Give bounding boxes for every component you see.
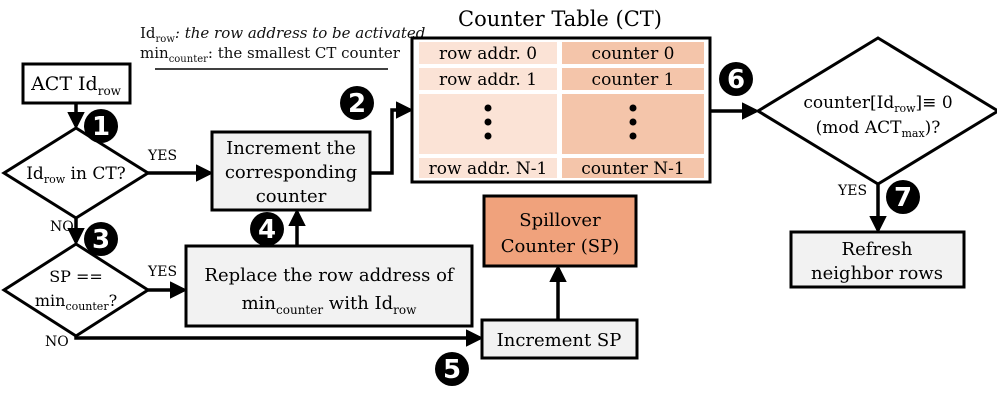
- decision3-line-2: mincounter?: [35, 291, 117, 313]
- step-badges: 1 2 3 4 5 6 7: [84, 62, 920, 386]
- increment-sp-label: Increment SP: [497, 330, 622, 351]
- decision-in-ct-label: Idrow in CT?: [26, 164, 126, 186]
- replace-line-1: Replace the row address of: [204, 265, 455, 286]
- label-no-1: NO: [50, 219, 74, 235]
- act-sub: row: [98, 84, 122, 98]
- decision6-line-2: (mod ACTmax)?: [816, 118, 941, 140]
- table-counter-last: counter N-1: [581, 159, 685, 179]
- decision1-id: Id: [26, 164, 44, 184]
- decision3-rest: ?: [109, 291, 118, 310]
- step-badge-5: [435, 352, 469, 386]
- table-cell-addr-1: [419, 68, 557, 90]
- arrow-no-to-increment-sp: [74, 329, 484, 347]
- decision6-counter: counter[Id: [803, 93, 894, 113]
- table-addr-0: row addr. 0: [439, 44, 537, 64]
- step-number-5: 5: [443, 355, 461, 385]
- step-number-4: 4: [258, 215, 276, 245]
- legend: Idrow: the row address to be activated m…: [140, 24, 425, 70]
- legend-min-def: mincounter: the smallest CT counter: [140, 44, 401, 65]
- increment-line-3: counter: [256, 186, 327, 207]
- act-text: ACT Id: [30, 73, 98, 95]
- step-number-2: 2: [348, 89, 366, 119]
- table-cell-addr-last: [419, 158, 557, 178]
- step-badge-7: [886, 180, 920, 214]
- decision3-min: min: [35, 291, 66, 310]
- refresh-line-1: Refresh: [842, 239, 913, 260]
- step-number-7: 7: [894, 183, 912, 213]
- act-label: ACT Idrow: [30, 73, 122, 98]
- replace-with: with Id: [323, 293, 393, 314]
- label-yes-3: YES: [147, 264, 177, 280]
- decision6-q: )?: [925, 118, 941, 138]
- decision6-max: max: [901, 127, 925, 140]
- table-counter-1: counter 1: [592, 70, 675, 90]
- ellipsis-left: [484, 104, 492, 140]
- replace-min: min: [242, 293, 277, 314]
- legend-min-desc: : the smallest CT counter: [208, 44, 401, 62]
- increment-counter-box: [210, 130, 372, 212]
- act-box: [21, 62, 132, 105]
- decision1-sub: row: [44, 173, 66, 186]
- decision6-mod: (mod ACT: [816, 118, 903, 138]
- decision6-sub: row: [894, 102, 916, 115]
- decision3-sub: counter: [65, 300, 109, 313]
- table-addr-last: row addr. N-1: [429, 159, 548, 179]
- step-badge-4: [250, 212, 284, 246]
- legend-min-label: min: [140, 44, 169, 62]
- table-cell-counter-last: [562, 158, 704, 178]
- decision3-line-1: SP ==: [49, 267, 103, 286]
- spillover-line-1: Spillover: [519, 210, 601, 231]
- legend-row-def: Idrow: the row address to be activated: [140, 24, 425, 45]
- table-counter-0: counter 0: [592, 44, 675, 64]
- counter-table-title: Counter Table (CT): [458, 7, 662, 31]
- step-badge-6: [719, 62, 753, 96]
- increment-line-1: Increment the: [226, 138, 356, 159]
- refresh-box: [789, 230, 966, 289]
- spillover-box: [482, 194, 638, 268]
- step-badge-2: [340, 86, 374, 120]
- table-addr-1: row addr. 1: [439, 70, 537, 90]
- replace-min-sub: counter: [276, 303, 323, 317]
- increment-line-2: corresponding: [225, 162, 357, 183]
- label-yes-6: YES: [837, 183, 867, 199]
- arrow-increment-to-table: [370, 101, 414, 175]
- ellipsis-right: [629, 104, 637, 140]
- replace-line-2: mincounter with Idrow: [242, 293, 418, 317]
- spillover-line-2: Counter (SP): [501, 236, 620, 257]
- step-number-6: 6: [727, 65, 745, 95]
- step-number-1: 1: [92, 112, 110, 142]
- refresh-line-2: neighbor rows: [811, 263, 943, 284]
- table-cell-counter-1: [562, 68, 704, 90]
- legend-id-desc: : the row address to be activated: [175, 24, 426, 42]
- replace-row-sub: row: [393, 303, 417, 317]
- step-badge-3: [84, 222, 118, 256]
- table-cell-addr-0: [419, 42, 557, 64]
- label-yes-1: YES: [147, 148, 177, 164]
- decision6-line-1: counter[Idrow]≡ 0: [803, 93, 952, 115]
- decision6-equiv: ]≡ 0: [916, 93, 953, 113]
- counter-table: Counter Table (CT) row addr. 0 counter 0…: [410, 7, 712, 184]
- label-no-3: NO: [45, 334, 69, 350]
- table-cell-counter-0: [562, 42, 704, 64]
- connectors: [67, 101, 887, 347]
- legend-id-sub: row: [156, 34, 176, 45]
- decision1-rest: in CT?: [65, 164, 126, 184]
- step-badge-1: [84, 109, 118, 143]
- decision-sp-min: [1, 242, 151, 338]
- replace-box: [184, 244, 474, 328]
- legend-min-sub: counter: [169, 54, 208, 65]
- legend-id-label: Id: [140, 24, 156, 42]
- step-number-3: 3: [92, 225, 110, 255]
